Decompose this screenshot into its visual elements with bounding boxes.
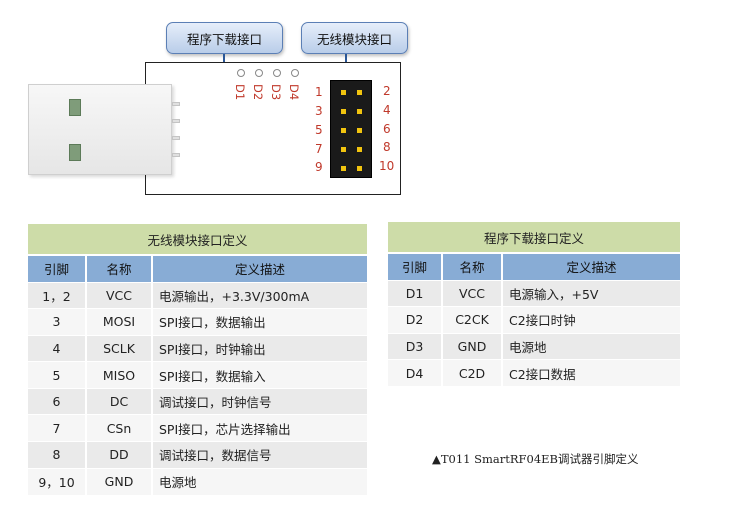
header-pin [341, 166, 346, 171]
prog-interface-callout: 程序下载接口 [166, 22, 283, 54]
desc-cell: SPI接口，数据输出 [152, 308, 367, 336]
pin-header [330, 80, 372, 178]
name-cell: VCC [442, 279, 503, 307]
usb-pin [172, 119, 180, 123]
pin-cell: 3 [28, 308, 87, 336]
name-cell: DC [86, 387, 153, 415]
pin-cell: 8 [28, 441, 87, 469]
desc-cell: C2接口时钟 [502, 306, 680, 334]
desc-cell: 电源地 [502, 332, 680, 360]
column-header: 引脚 [388, 253, 443, 280]
header-pin-number: 1 [315, 85, 323, 99]
pin-cell: 1，2 [28, 281, 87, 309]
desc-cell: 调试接口，数据信号 [152, 441, 367, 469]
figure-caption: ▲T011 SmartRF04EB调试器引脚定义 [432, 452, 639, 466]
header-pin [341, 147, 346, 152]
column-header: 名称 [442, 253, 503, 280]
prog-pin-label: D1 [233, 84, 247, 101]
column-header: 名称 [86, 255, 153, 282]
prog-pin-label: D3 [269, 84, 283, 101]
name-cell: MOSI [86, 308, 153, 336]
name-cell: VCC [86, 281, 153, 309]
usb-pin [172, 136, 180, 140]
name-cell: GND [86, 467, 153, 495]
prog-pin-hole [273, 69, 281, 77]
header-pin-number: 6 [383, 122, 391, 136]
table-title: 无线模块接口定义 [28, 224, 367, 256]
column-header: 引脚 [28, 255, 87, 282]
table-title: 程序下载接口定义 [388, 222, 680, 254]
prog-pin-hole [237, 69, 245, 77]
desc-cell: 电源输出，+3.3V/300mA [152, 281, 367, 309]
desc-cell: SPI接口，时钟输出 [152, 334, 367, 362]
header-pin [357, 109, 362, 114]
header-pin [341, 109, 346, 114]
name-cell: DD [86, 441, 153, 469]
usb-pin [172, 102, 180, 106]
pin-cell: D1 [388, 279, 443, 307]
header-pin [357, 90, 362, 95]
prog-pin-hole [255, 69, 263, 77]
header-pin-number: 9 [315, 160, 323, 174]
name-cell: CSn [86, 414, 153, 442]
pin-cell: 5 [28, 361, 87, 389]
desc-cell: 电源地 [152, 467, 367, 495]
desc-cell: C2接口数据 [502, 359, 680, 387]
name-cell: GND [442, 332, 503, 360]
header-pin-number: 3 [315, 104, 323, 118]
header-pin-number: 5 [315, 123, 323, 137]
usb-connector [28, 84, 172, 175]
pin-cell: 9，10 [28, 467, 87, 495]
header-pin [341, 128, 346, 133]
pin-cell: 6 [28, 387, 87, 415]
header-pin-number: 7 [315, 142, 323, 156]
wireless-interface-callout: 无线模块接口 [301, 22, 408, 54]
desc-cell: SPI接口，数据输入 [152, 361, 367, 389]
name-cell: C2CK [442, 306, 503, 334]
column-header: 定义描述 [152, 255, 367, 282]
header-pin [341, 90, 346, 95]
desc-cell: 调试接口，时钟信号 [152, 387, 367, 415]
pin-cell: D3 [388, 332, 443, 360]
header-pin [357, 147, 362, 152]
desc-cell: 电源输入，+5V [502, 279, 680, 307]
header-pin-number: 8 [383, 140, 391, 154]
header-pin-number: 2 [383, 84, 391, 98]
usb-hole [69, 144, 81, 161]
name-cell: SCLK [86, 334, 153, 362]
name-cell: MISO [86, 361, 153, 389]
usb-hole [69, 99, 81, 116]
name-cell: C2D [442, 359, 503, 387]
header-pin [357, 128, 362, 133]
prog-pin-label: D4 [287, 84, 301, 101]
desc-cell: SPI接口，芯片选择输出 [152, 414, 367, 442]
pin-cell: 4 [28, 334, 87, 362]
header-pin-number: 10 [379, 159, 395, 173]
column-header: 定义描述 [502, 253, 680, 280]
pin-cell: D2 [388, 306, 443, 334]
pin-cell: 7 [28, 414, 87, 442]
pin-cell: D4 [388, 359, 443, 387]
header-pin-number: 4 [383, 103, 391, 117]
usb-pin [172, 153, 180, 157]
prog-pin-hole [291, 69, 299, 77]
header-pin [357, 166, 362, 171]
prog-pin-label: D2 [251, 84, 265, 101]
